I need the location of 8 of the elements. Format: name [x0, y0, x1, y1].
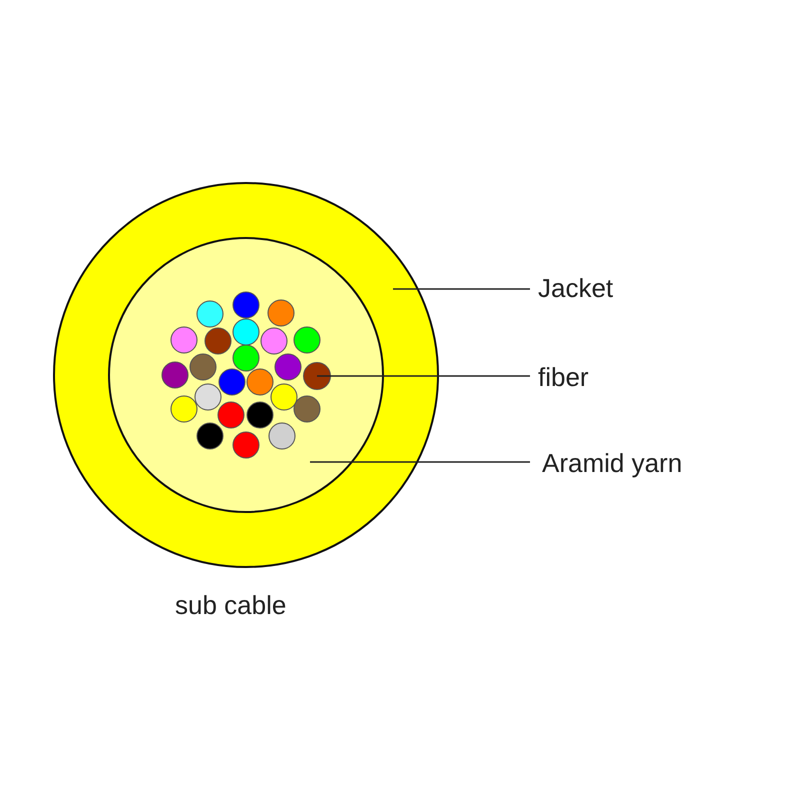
leader-line — [393, 288, 530, 290]
fiber — [303, 362, 331, 390]
caption-text: sub cable — [175, 590, 286, 620]
leader-line — [310, 461, 530, 463]
part-label: fiber — [538, 362, 589, 392]
part-label: Aramid yarn — [542, 448, 682, 478]
part-label: Jacket — [538, 273, 614, 303]
leader-line — [317, 375, 530, 377]
